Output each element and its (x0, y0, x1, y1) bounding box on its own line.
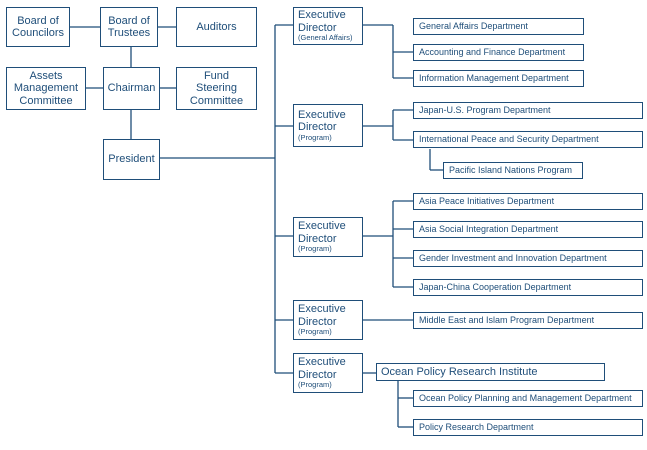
policy-research-department-box: Policy Research Department (413, 419, 643, 436)
board-of-councilors-box: Board of Councilors (6, 7, 70, 47)
accounting-and-finance-department-box: Accounting and Finance Department (413, 44, 584, 61)
department-label: Gender Investment and Innovation Departm… (419, 253, 607, 264)
executive-director-title: Executive Director (298, 108, 346, 134)
auditors-box: Auditors (176, 7, 257, 47)
executive-director-role: (General Affairs) (298, 33, 353, 43)
board-of-councilors-label: Board of Councilors (12, 14, 64, 39)
gender-investment-and-innovation-department-box: Gender Investment and Innovation Departm… (413, 250, 643, 267)
department-label: Japan-U.S. Program Department (419, 105, 551, 116)
executive-director-program-box: Executive Director (Program) (293, 104, 363, 147)
middle-east-and-islam-program-department-box: Middle East and Islam Program Department (413, 312, 643, 329)
president-box: President (103, 139, 160, 180)
japan-china-cooperation-department-box: Japan-China Cooperation Department (413, 279, 643, 296)
chairman-box: Chairman (103, 67, 160, 110)
department-label: International Peace and Security Departm… (419, 134, 599, 145)
fund-steering-committee-label: Fund Steering Committee (189, 70, 244, 107)
general-affairs-department-box: General Affairs Department (413, 18, 584, 35)
ocean-policy-research-institute-box: Ocean Policy Research Institute (376, 363, 605, 381)
executive-director-title: Executive Director (298, 356, 346, 381)
executive-director-role: (Program) (298, 380, 332, 390)
information-management-department-box: Information Management Department (413, 70, 584, 87)
fund-steering-committee-box: Fund Steering Committee (176, 67, 257, 110)
executive-director-title: Executive Director (298, 9, 346, 34)
program-label: Pacific Island Nations Program (449, 165, 573, 176)
department-label: Middle East and Islam Program Department (419, 315, 595, 326)
chairman-label: Chairman (107, 82, 156, 95)
japan-us-program-department-box: Japan-U.S. Program Department (413, 102, 643, 119)
board-of-trustees-label: Board of Trustees (107, 14, 151, 39)
executive-director-program-box: Executive Director (Program) (293, 300, 363, 340)
department-label: Policy Research Department (419, 422, 534, 433)
executive-director-role: (Program) (298, 244, 332, 254)
department-label: Japan-China Cooperation Department (419, 282, 572, 293)
institute-label: Ocean Policy Research Institute (381, 365, 538, 378)
executive-director-general-affairs-box: Executive Director (General Affairs) (293, 7, 363, 45)
executive-director-title: Executive Director (298, 303, 346, 328)
executive-director-program-box: Executive Director (Program) (293, 217, 363, 257)
assets-management-committee-label: Assets Management Committee (13, 70, 79, 107)
pacific-island-nations-program-box: Pacific Island Nations Program (443, 162, 583, 179)
assets-management-committee-box: Assets Management Committee (6, 67, 86, 110)
ocean-policy-planning-and-management-department-box: Ocean Policy Planning and Management Dep… (413, 390, 643, 407)
department-label: Accounting and Finance Department (419, 47, 566, 58)
department-label: General Affairs Department (419, 21, 528, 32)
asia-social-integration-department-box: Asia Social Integration Department (413, 221, 643, 238)
executive-director-title: Executive Director (298, 220, 346, 245)
executive-director-program-box: Executive Director (Program) (293, 353, 363, 393)
department-label: Asia Peace Initiatives Department (419, 196, 555, 207)
asia-peace-initiatives-department-box: Asia Peace Initiatives Department (413, 193, 643, 210)
department-label: Information Management Department (419, 73, 569, 84)
department-label: Asia Social Integration Department (419, 224, 559, 235)
board-of-trustees-box: Board of Trustees (100, 7, 158, 47)
auditors-label: Auditors (196, 20, 237, 33)
international-peace-and-security-department-box: International Peace and Security Departm… (413, 131, 643, 148)
executive-director-role: (Program) (298, 327, 332, 337)
executive-director-role: (Program) (298, 132, 332, 142)
department-label: Ocean Policy Planning and Management Dep… (419, 393, 632, 404)
president-label: President (108, 153, 155, 166)
